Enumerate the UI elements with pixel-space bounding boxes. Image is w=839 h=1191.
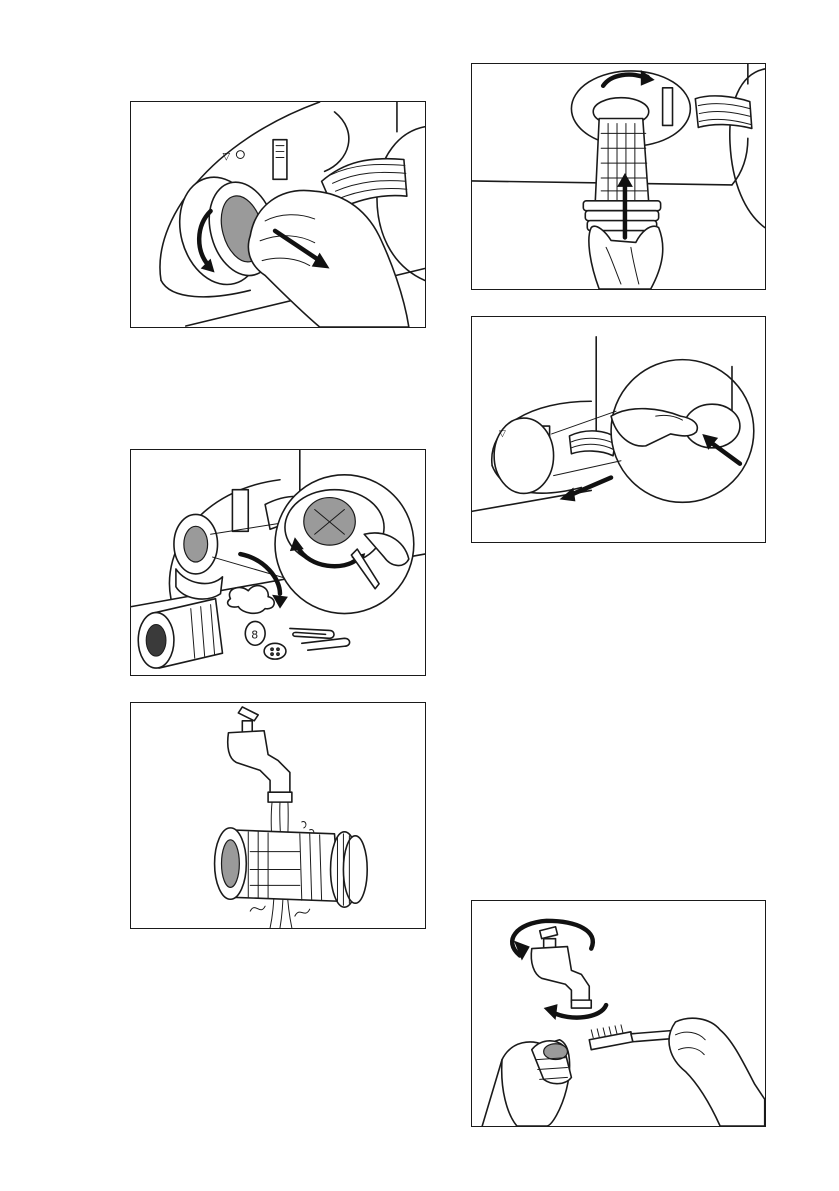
panel-clean-housing: 8 [130, 449, 426, 676]
clean-housing-illustration: 8 [131, 450, 425, 675]
hand-icon [669, 1018, 765, 1126]
magnifier-detail-icon [275, 475, 414, 614]
close-arrow-icon [569, 478, 611, 496]
button-icon [264, 643, 286, 659]
paperclip-icon [290, 628, 350, 650]
hand-icon [248, 190, 408, 327]
svg-text:▽: ▽ [222, 151, 230, 162]
insert-filter-illustration [472, 64, 765, 289]
magnifier-detail-icon [552, 360, 754, 503]
tap-icon [531, 927, 591, 1008]
tap-icon [228, 707, 292, 802]
panel-rinse-filter [130, 702, 426, 929]
svg-text:▽: ▽ [499, 429, 506, 439]
rinse-filter-illustration [131, 703, 425, 928]
removed-filter-icon [138, 599, 222, 668]
filter-cartridge-icon [215, 828, 368, 907]
close-cap-illustration: ⇧ ▽ [472, 317, 765, 542]
svg-text:8: 8 [251, 628, 258, 641]
panel-insert-filter [471, 63, 766, 290]
panel-close-cap: ⇧ ▽ [471, 316, 766, 543]
clean-inlet-filter-illustration [472, 901, 765, 1126]
panel-unscrew-filter: ▽ [130, 101, 426, 328]
unscrew-filter-illustration: ▽ [131, 102, 425, 327]
coin-icon: 8 [245, 621, 265, 645]
fluff-icon [228, 586, 275, 614]
panel-clean-inlet-filter [471, 900, 766, 1127]
hand-holding-filter-icon [482, 1040, 571, 1126]
